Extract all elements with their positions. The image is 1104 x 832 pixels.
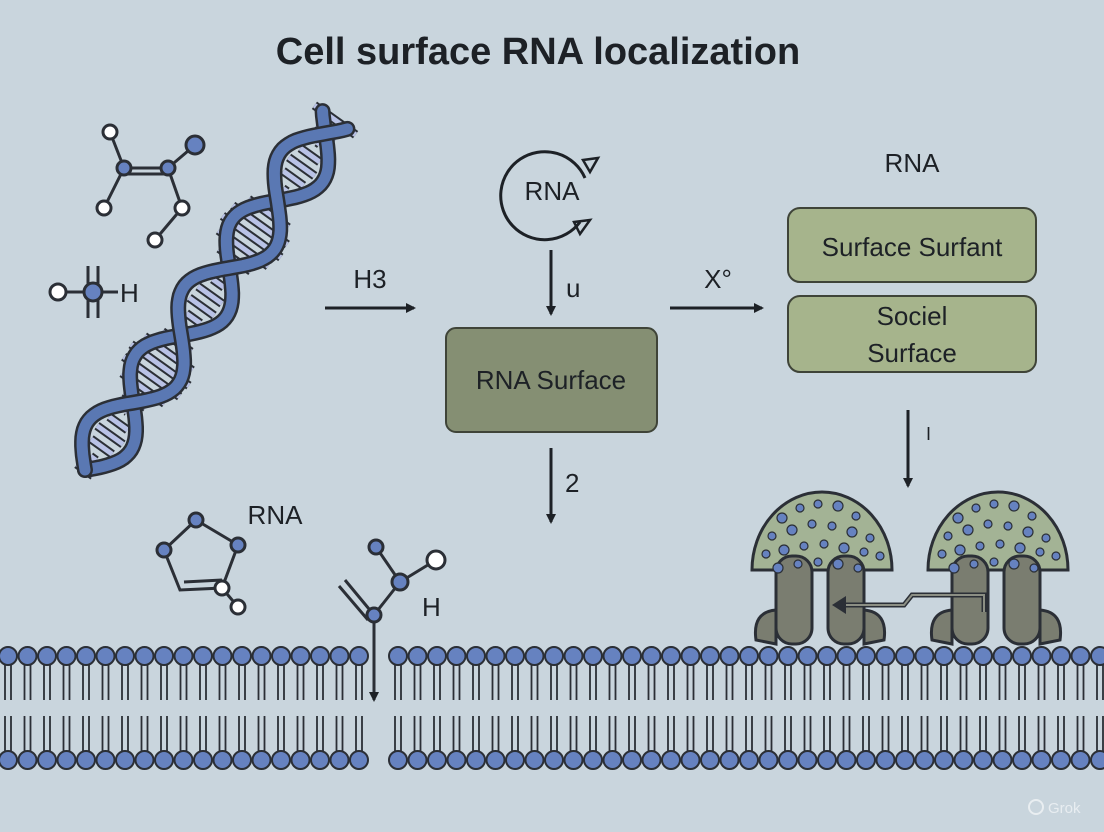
- sociel-surface-label-line2: Surface: [867, 338, 957, 368]
- molecule-membrane-insert: [337, 538, 447, 702]
- dna-helix: [74, 101, 359, 480]
- label-h-bottom: H: [422, 592, 441, 622]
- surface-surfant-box: [787, 207, 1037, 283]
- rna-cycle-icon: [499, 150, 601, 242]
- label-arrow-2: 2: [565, 468, 579, 498]
- watermark-text: Grok: [1048, 800, 1081, 817]
- rna-surface-box: [445, 327, 658, 433]
- label-arrow-u: u: [566, 273, 580, 303]
- label-arrow-x: X°: [704, 264, 732, 294]
- watermark: Grok: [1028, 799, 1081, 817]
- molecule-ring: [155, 511, 247, 616]
- label-arrow-right-tick: I: [926, 424, 931, 444]
- molecule-top-left: [95, 123, 206, 249]
- label-rna-bottom: RNA: [248, 500, 304, 530]
- label-rna-right: RNA: [885, 148, 941, 178]
- surface-surfant-label: Surface Surfant: [822, 232, 1003, 262]
- sociel-surface-box: [787, 295, 1037, 373]
- molecule-left-hydrogen: [48, 266, 118, 318]
- rna-surface-box-label: RNA Surface: [476, 365, 626, 395]
- diagram-title: Cell surface RNA localization: [276, 31, 800, 73]
- lipid-bilayer-membrane: [0, 646, 1104, 770]
- label-h-left: H: [120, 278, 139, 308]
- sociel-surface-label-line1: Sociel: [877, 301, 948, 331]
- receptor-transfer-arrowhead: [832, 596, 846, 614]
- label-arrow-h3: H3: [353, 264, 386, 294]
- label-rna-cycle: RNA: [525, 176, 581, 206]
- receptor-left: [750, 490, 894, 646]
- receptor-right: [926, 490, 1070, 646]
